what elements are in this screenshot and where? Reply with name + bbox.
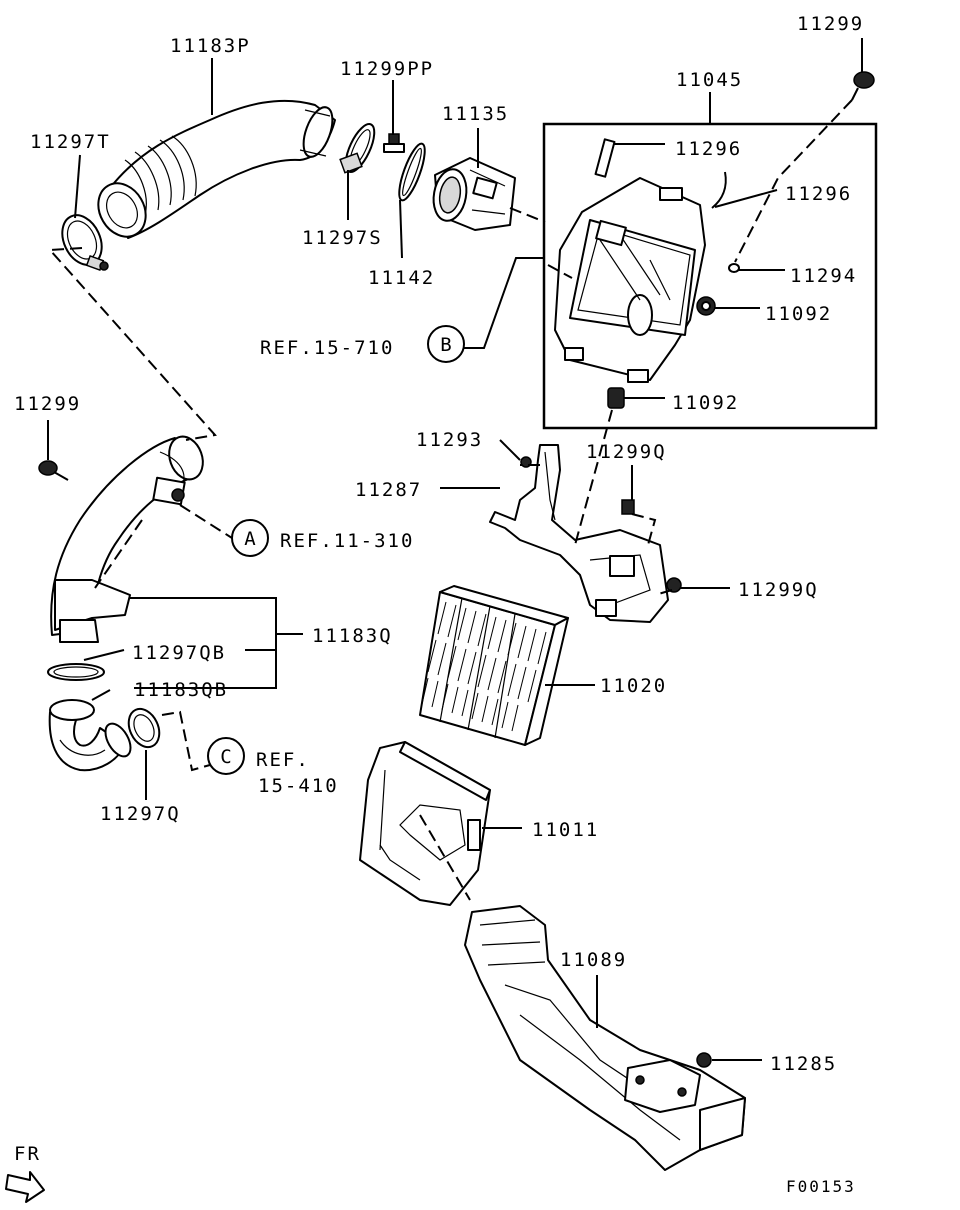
clamp-11297q (127, 707, 161, 749)
pipe-11183q (50, 435, 204, 643)
label-11092-b: 11092 (672, 392, 739, 414)
grommet-11092-lower (607, 387, 625, 409)
ring-11294 (728, 263, 740, 273)
label-11092-a: 11092 (765, 303, 832, 325)
label-11299-top: 11299 (797, 13, 864, 35)
label-11293: 11293 (416, 429, 483, 451)
ref-c-marker: C (207, 737, 245, 775)
label-11297s: 11297S (302, 227, 383, 249)
label-11294: 11294 (790, 265, 857, 287)
label-11299q-b: 11299Q (738, 579, 819, 601)
label-11299pp: 11299PP (340, 58, 434, 80)
ref-a-text: REF.11-310 (280, 530, 414, 552)
wire-11296 (711, 171, 727, 209)
label-11183qb: 11183QB (134, 679, 228, 701)
ref-c-text-2: 15-410 (258, 775, 339, 797)
label-11045: 11045 (676, 69, 743, 91)
direction-label: FR (14, 1143, 41, 1165)
label-11296-b: 11296 (785, 183, 852, 205)
ref-a-letter: A (244, 528, 256, 550)
clamp-11297s (339, 123, 376, 174)
ref-c-text-1: REF. (256, 749, 310, 771)
ref-b-letter: B (440, 334, 451, 356)
bolt-11299q-upper (621, 499, 635, 515)
label-11142: 11142 (368, 267, 435, 289)
label-11285: 11285 (770, 1053, 837, 1075)
label-11296-a: 11296 (675, 138, 742, 160)
bolt-11299-left (38, 460, 69, 481)
air-cleaner-cover (554, 177, 706, 383)
label-11135: 11135 (442, 103, 509, 125)
bracket-11287 (489, 444, 669, 623)
grommet-11285 (696, 1052, 712, 1068)
grommet-11092-upper (696, 296, 716, 316)
hose-11183p (97, 99, 336, 239)
filter-11020 (419, 585, 569, 746)
gasket-11142 (398, 142, 426, 202)
label-11020: 11020 (600, 675, 667, 697)
label-11297t: 11297T (30, 131, 111, 153)
label-11297q: 11297Q (100, 803, 181, 825)
label-11299q-a: 11299Q (586, 441, 667, 463)
label-11011: 11011 (532, 819, 599, 841)
forward-arrow-icon (5, 1171, 45, 1203)
bolt-11299pp (383, 133, 405, 153)
label-11287: 11287 (355, 479, 422, 501)
figure-code: F00153 (786, 1177, 856, 1196)
duct-11089 (464, 905, 746, 1171)
label-11183q: 11183Q (312, 625, 393, 647)
clamp-11297qb (47, 663, 105, 681)
bolt-11299q-lower (666, 577, 682, 593)
label-11297qb: 11297QB (132, 642, 226, 664)
ref-a-marker: A (231, 519, 269, 557)
label-11089: 11089 (560, 949, 627, 971)
label-11299-left: 11299 (14, 393, 81, 415)
label-11183p: 11183P (170, 35, 251, 57)
sensor-11135 (432, 157, 516, 231)
clamp-11297t (61, 214, 109, 272)
ref-b-marker: B (427, 325, 465, 363)
bolt-11299-top (851, 71, 875, 101)
ref-c-letter: C (220, 746, 231, 768)
leader-lines (47, 38, 863, 1061)
dashed-connections (47, 99, 853, 901)
hose-11183qb (48, 699, 132, 772)
tube-11296 (594, 138, 616, 178)
ref-b-text: REF.15-710 (260, 337, 394, 359)
